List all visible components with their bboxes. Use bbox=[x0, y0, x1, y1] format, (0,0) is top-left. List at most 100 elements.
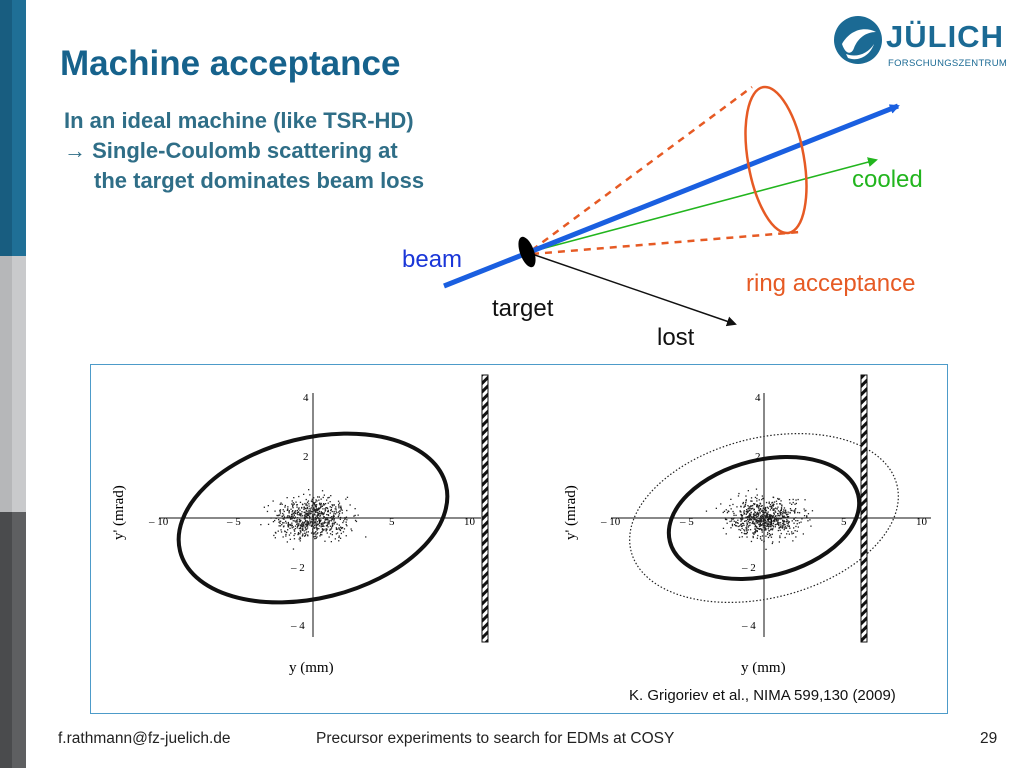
scatter-point bbox=[309, 520, 311, 522]
scatter-point bbox=[750, 497, 753, 499]
scatter-point bbox=[756, 506, 758, 508]
scatter-point bbox=[290, 508, 292, 510]
scatter-point bbox=[299, 536, 301, 538]
scatter-point bbox=[779, 510, 781, 513]
left-aperture-hatch bbox=[481, 374, 489, 643]
scatter-point bbox=[784, 516, 786, 519]
scatter-point bbox=[302, 523, 304, 526]
scatter-point bbox=[750, 515, 752, 518]
right-y-tick-1: 4 bbox=[755, 392, 761, 404]
scatter-point bbox=[324, 510, 326, 512]
scatter-point bbox=[760, 521, 762, 523]
scatter-point bbox=[795, 525, 797, 528]
scatter-point bbox=[783, 520, 785, 522]
scatter-point bbox=[311, 521, 313, 523]
scatter-point bbox=[786, 525, 788, 527]
scatter-point bbox=[750, 513, 752, 515]
scatter-point bbox=[748, 515, 750, 517]
scatter-point bbox=[770, 507, 773, 509]
right-x-tick-1: – 10 bbox=[600, 516, 621, 528]
scatter-point bbox=[779, 522, 782, 524]
scatter-point bbox=[300, 531, 302, 533]
scatter-point bbox=[309, 512, 311, 515]
scatter-point bbox=[292, 504, 294, 506]
scatter-point bbox=[759, 516, 762, 518]
scatter-point bbox=[780, 512, 782, 514]
scatter-point bbox=[305, 510, 307, 512]
scatter-point bbox=[316, 536, 318, 538]
scatter-point bbox=[313, 497, 315, 499]
scatter-point bbox=[768, 515, 770, 517]
scatter-point bbox=[788, 521, 790, 523]
scatter-point bbox=[778, 526, 781, 529]
scatter-point bbox=[321, 525, 324, 527]
scatter-point bbox=[761, 498, 763, 501]
scatter-point bbox=[311, 523, 313, 525]
scatter-point bbox=[308, 522, 310, 524]
scatter-point bbox=[322, 496, 324, 499]
scatter-point bbox=[781, 526, 783, 529]
scatter-point bbox=[303, 508, 305, 510]
scatter-point bbox=[354, 508, 356, 510]
scatter-point bbox=[331, 518, 333, 520]
scatter-point bbox=[761, 528, 763, 530]
scatter-point bbox=[314, 505, 316, 507]
scatter-point bbox=[783, 507, 786, 509]
scatter-point bbox=[324, 517, 326, 519]
scatter-point bbox=[291, 527, 293, 529]
scatter-point bbox=[292, 507, 294, 509]
scatter-point bbox=[746, 531, 748, 534]
scatter-point bbox=[810, 525, 812, 527]
scatter-point bbox=[343, 528, 346, 530]
scatter-point bbox=[293, 512, 295, 514]
scatter-point bbox=[331, 516, 333, 518]
scatter-point bbox=[775, 517, 777, 519]
scatter-point bbox=[748, 522, 750, 524]
scatter-point bbox=[733, 514, 735, 516]
scatter-point bbox=[756, 530, 758, 533]
scatter-point bbox=[278, 525, 280, 527]
scatter-point bbox=[314, 514, 316, 516]
scatter-point bbox=[272, 500, 274, 502]
scatter-point bbox=[791, 531, 793, 533]
scatter-point bbox=[308, 513, 310, 515]
scatter-point bbox=[772, 515, 774, 517]
scatter-point bbox=[296, 513, 298, 515]
scatter-point bbox=[754, 503, 756, 505]
scatter-point bbox=[744, 505, 746, 507]
scatter-point bbox=[291, 517, 294, 519]
scatter-point bbox=[327, 526, 329, 528]
scatter-point bbox=[766, 506, 769, 508]
scatter-point bbox=[305, 523, 307, 526]
scatter-point bbox=[312, 533, 314, 535]
scatter-point bbox=[777, 498, 780, 500]
scatter-point bbox=[731, 525, 734, 527]
scatter-point bbox=[320, 505, 322, 508]
scatter-point bbox=[295, 501, 297, 503]
scatter-point bbox=[312, 508, 314, 510]
scatter-point bbox=[765, 509, 767, 511]
scatter-point bbox=[318, 507, 320, 509]
scatter-point bbox=[328, 521, 330, 523]
scatter-point bbox=[754, 512, 756, 514]
scatter-point bbox=[285, 520, 287, 522]
scatter-point bbox=[332, 515, 335, 517]
scatter-point bbox=[747, 510, 749, 512]
scatter-point bbox=[323, 504, 326, 506]
scatter-point bbox=[304, 527, 307, 529]
scatter-point bbox=[807, 520, 809, 522]
scatter-point bbox=[312, 526, 315, 528]
scatter-point bbox=[346, 525, 348, 527]
scatter-point bbox=[770, 505, 773, 507]
scatter-point bbox=[278, 519, 280, 521]
scatter-point bbox=[777, 523, 779, 525]
scatter-point bbox=[365, 536, 367, 538]
scatter-point bbox=[334, 521, 337, 523]
scatter-point bbox=[765, 528, 767, 530]
scatter-point bbox=[283, 525, 285, 527]
scatter-point bbox=[771, 506, 773, 508]
scatter-point bbox=[319, 521, 321, 523]
scatter-point bbox=[299, 524, 302, 527]
scatter-point bbox=[773, 508, 776, 510]
scatter-point bbox=[752, 507, 754, 509]
